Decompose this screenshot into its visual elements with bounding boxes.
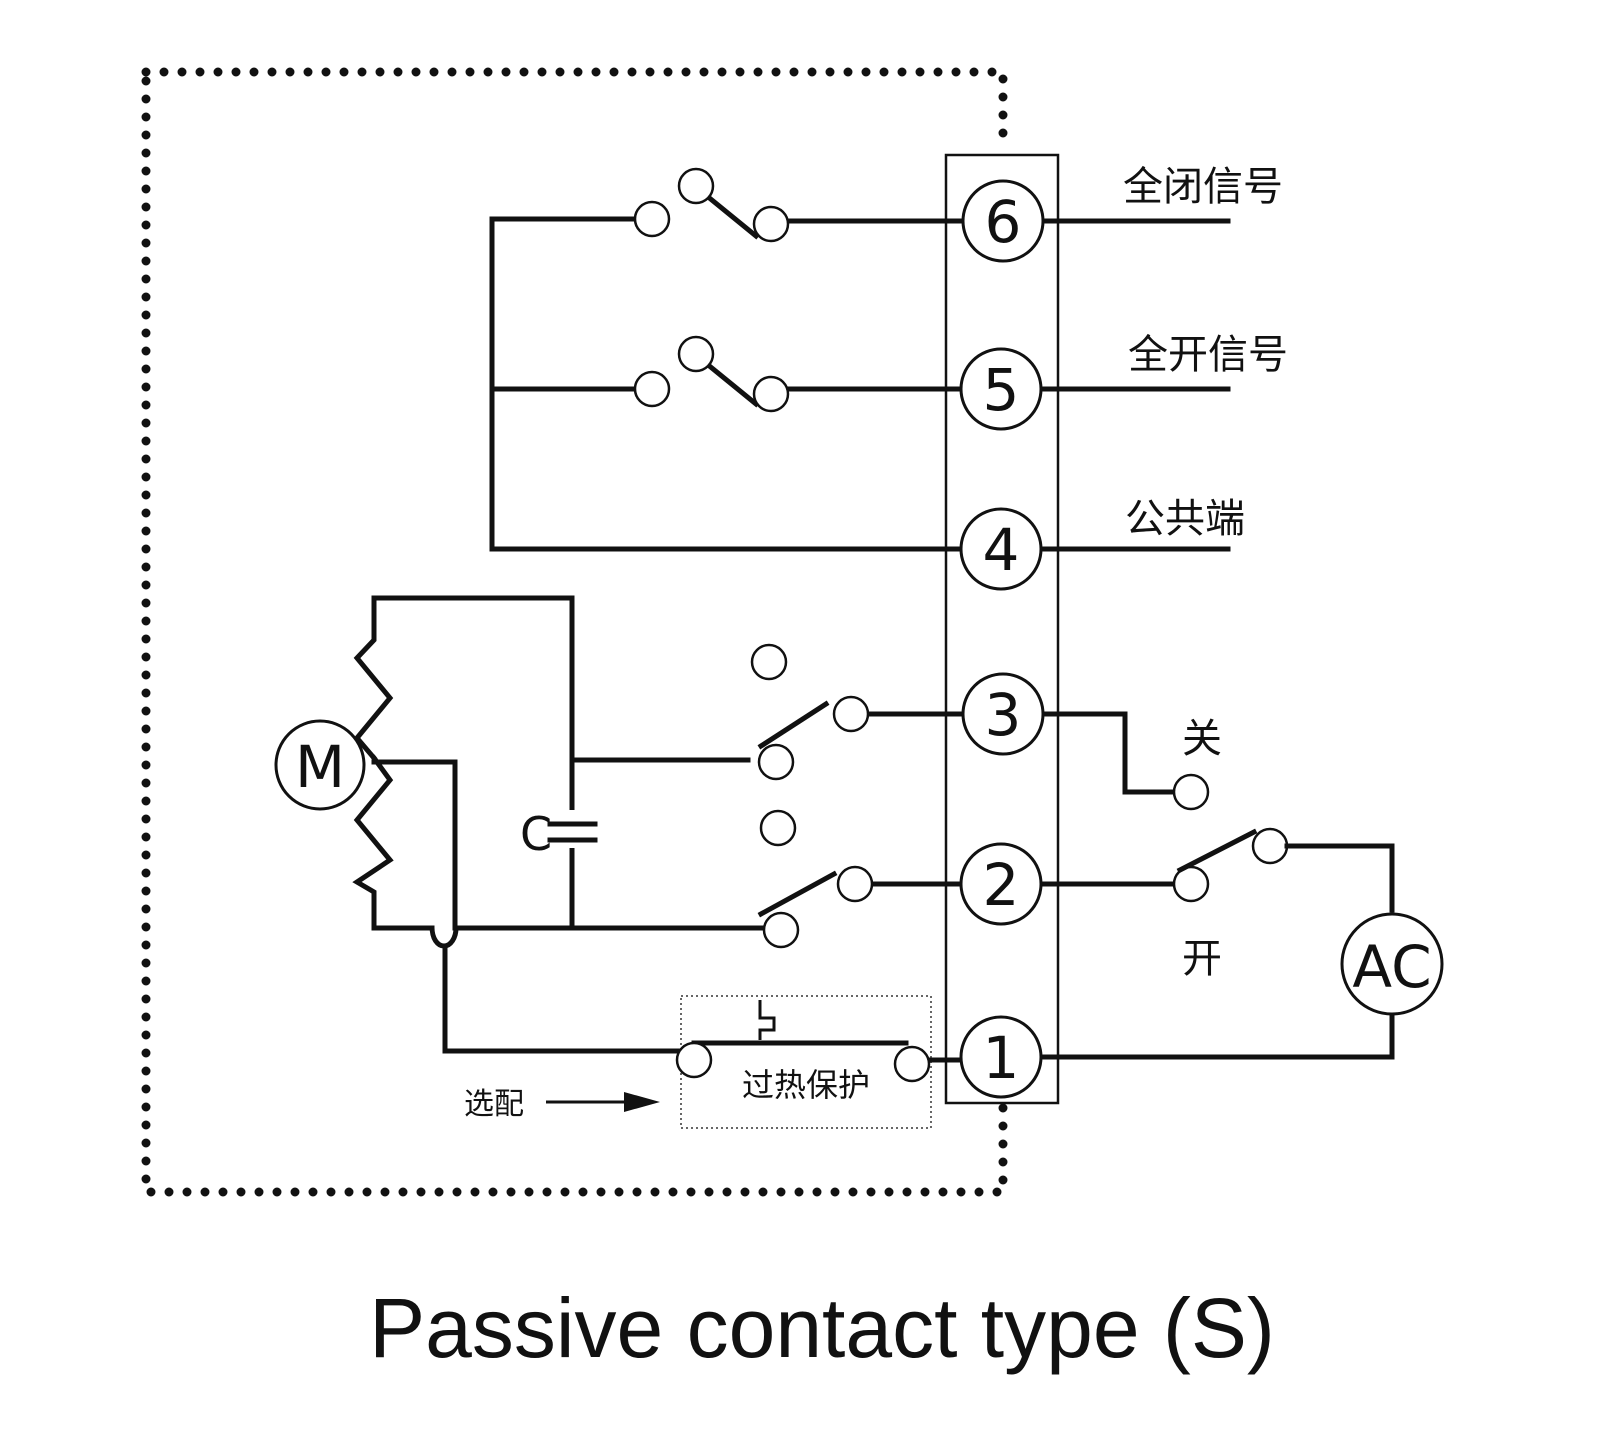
limit-switch-6: [633, 167, 790, 243]
terminal-5-number: 5: [983, 356, 1020, 424]
motor-winding: [352, 595, 769, 1054]
terminal-1-number: 1: [983, 1024, 1020, 1092]
terminal-5: 5: [959, 347, 1043, 431]
terminal-2-number: 2: [983, 851, 1020, 919]
ac-source: AC: [1340, 912, 1444, 1016]
capacitor: C: [520, 757, 751, 861]
direction-switch-3: [750, 643, 966, 781]
limit-switch-5: [633, 335, 790, 413]
full-close-signal-label: 全闭信号: [1123, 164, 1283, 210]
capacitor-label: C: [520, 807, 552, 861]
terminal-6-number: 6: [985, 188, 1022, 256]
terminal-3: 3: [961, 672, 1045, 756]
ac-label: AC: [1352, 933, 1431, 1001]
external-control-circuit: [1040, 711, 1395, 1060]
enclosure-dotted-border: [141, 67, 1008, 1197]
motor-symbol: M: [274, 719, 366, 811]
optional-label: 选配: [464, 1087, 524, 1122]
motor-label: M: [295, 733, 345, 801]
close-label: 关: [1182, 716, 1222, 762]
terminal-block: [944, 153, 1060, 1105]
full-open-signal-label: 全开信号: [1128, 332, 1288, 378]
common-label: 公共端: [1125, 496, 1245, 542]
terminal-2: 2: [959, 842, 1043, 926]
terminal-4: 4: [959, 507, 1043, 591]
overheat-label: 过热保护: [742, 1066, 870, 1104]
terminal-3-number: 3: [985, 681, 1022, 749]
terminal-4-number: 4: [983, 516, 1020, 584]
terminal-1: 1: [959, 1015, 1043, 1099]
common-bus-wire: [489, 216, 963, 552]
terminal-6: 6: [961, 179, 1045, 263]
diagram-title: Passive contact type (S): [369, 1281, 1275, 1375]
overheat-protector: 过热保护: [675, 995, 963, 1129]
direction-switch-2: [757, 809, 963, 949]
optional-indicator: 选配: [464, 1087, 660, 1122]
open-label: 开: [1182, 936, 1222, 982]
